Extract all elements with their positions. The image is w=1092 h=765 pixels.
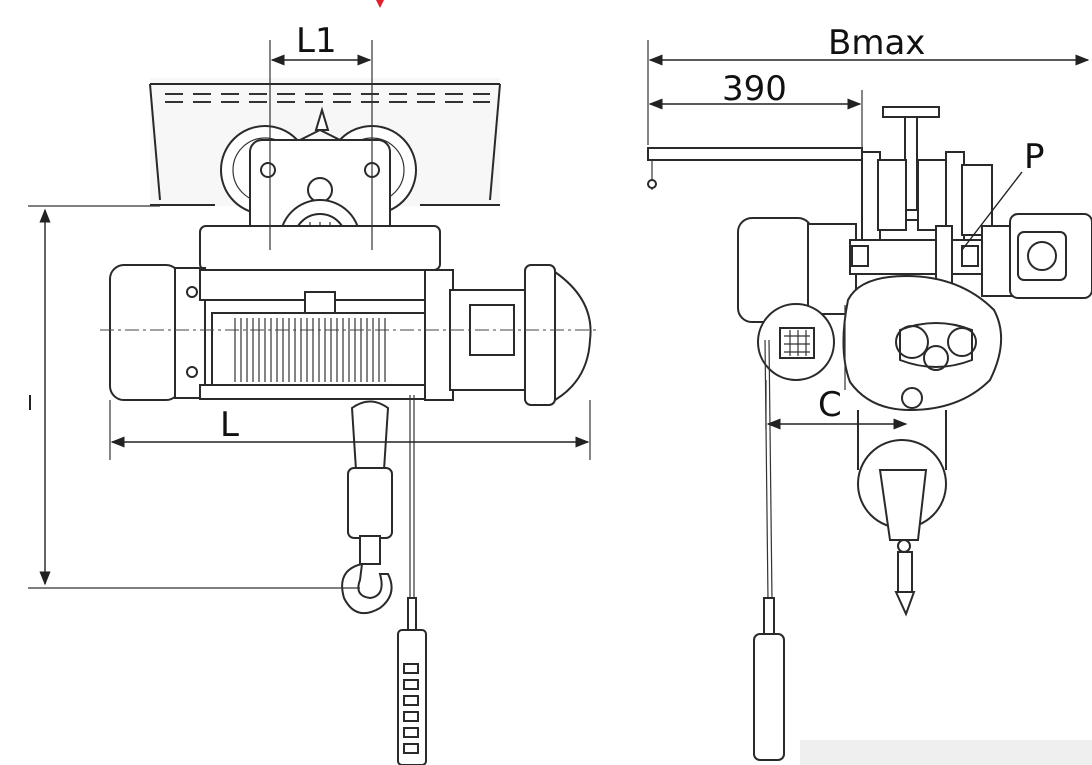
- leader-p: [961, 171, 1023, 251]
- hook-block: [341, 400, 393, 615]
- red-mark: [376, 0, 384, 8]
- rope-drum-grooves: [234, 318, 386, 382]
- label-bmax: Bmax: [828, 23, 925, 63]
- edge-shadow: [800, 740, 1092, 765]
- dimension-height: [28, 205, 360, 589]
- hoist-body: [100, 264, 600, 406]
- label-p: P: [1024, 137, 1045, 177]
- side-motor: [737, 213, 1092, 323]
- carrier-block: [199, 225, 441, 271]
- label-390: 390: [722, 69, 787, 109]
- label-l1: L1: [296, 21, 337, 61]
- dimension-c: [765, 380, 908, 430]
- dimension-l: [109, 400, 591, 460]
- side-gearbox: [757, 274, 1003, 412]
- label-c: C: [818, 385, 842, 425]
- dimension-bmax: [647, 40, 1090, 145]
- side-hook-block: [857, 410, 947, 617]
- trolley-side: [647, 147, 993, 253]
- dimension-390: [648, 90, 863, 150]
- label-l: L: [220, 405, 239, 445]
- front-view: L1 L: [28, 21, 600, 765]
- dimension-l1: [269, 40, 373, 250]
- side-pendant: [753, 339, 785, 761]
- pendant-control: [397, 395, 427, 765]
- side-view: Bmax 390 P C: [647, 23, 1092, 761]
